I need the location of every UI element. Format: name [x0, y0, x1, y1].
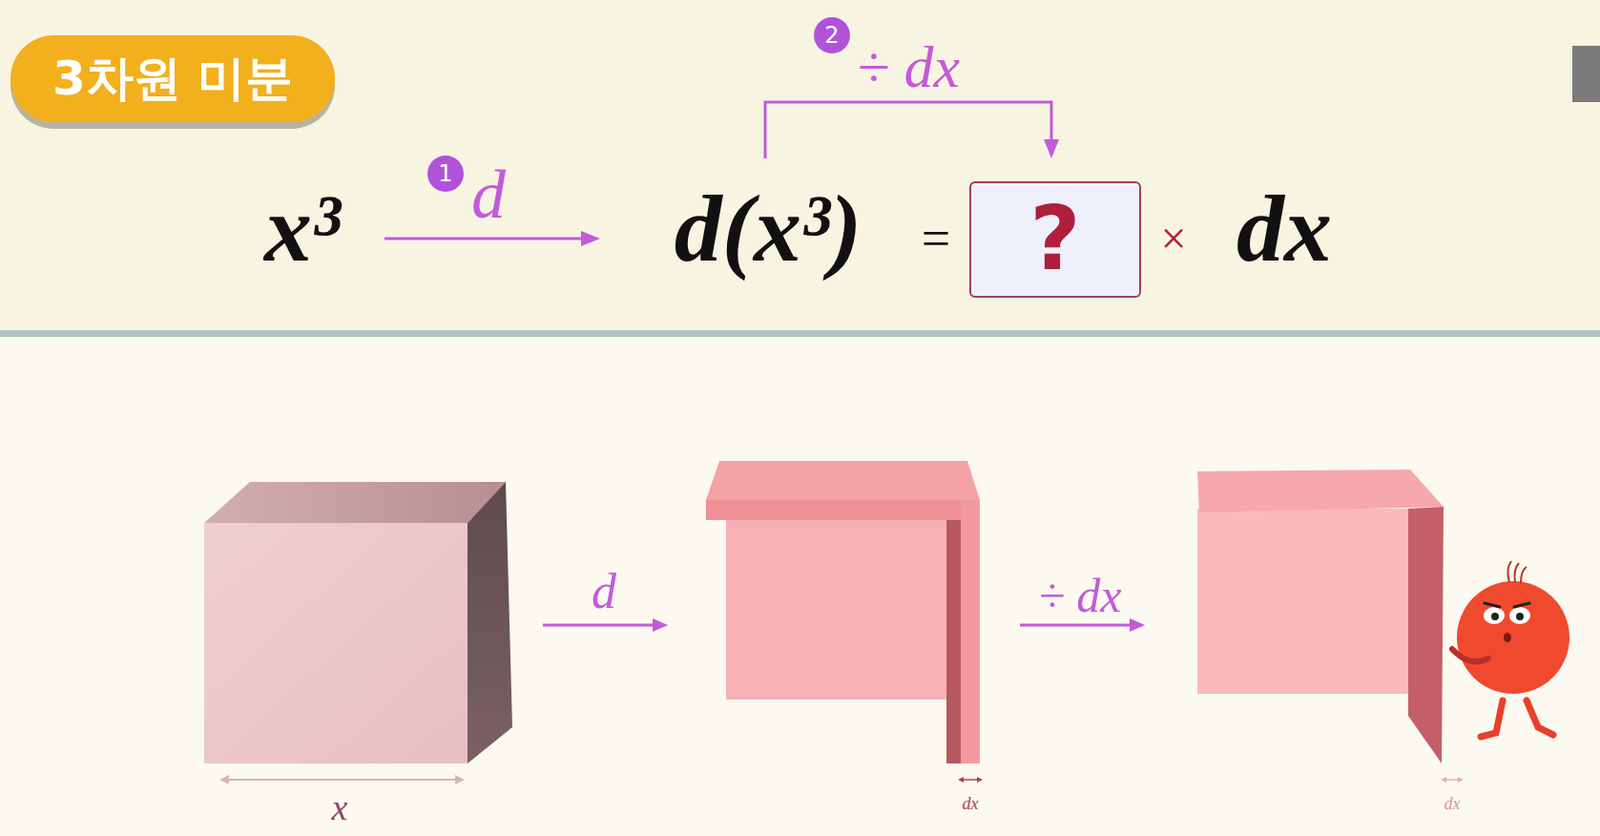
dimension-dx [1440, 776, 1464, 783]
drawing-part [1509, 606, 1531, 624]
operator-label: d [591, 566, 617, 617]
dimension-label: dx [1444, 794, 1461, 812]
drawing-part [384, 237, 586, 241]
operator-label: ÷ dx [856, 37, 960, 97]
drawing-part [1480, 700, 1503, 737]
bottom-band [0, 336, 1600, 836]
drawing-part [225, 778, 459, 781]
callout-number: 1 [427, 155, 464, 192]
drawing-part [652, 618, 668, 632]
d-arrow [384, 230, 601, 247]
drawing-part [706, 499, 980, 520]
drawing-part [1507, 561, 1527, 583]
area-shell [1197, 469, 1444, 764]
separator [0, 330, 1600, 337]
formula-term: x³ [264, 181, 341, 277]
drawing-part [581, 230, 601, 247]
callout-number: 2 [813, 17, 851, 54]
operator-label: ÷ dx [1038, 571, 1122, 620]
drawing-part [204, 481, 506, 523]
drawing-part [706, 460, 980, 500]
drawing-part [1457, 776, 1464, 783]
drawing-part [1440, 776, 1447, 783]
drawing-part [1197, 469, 1444, 513]
drawing-part [1043, 139, 1060, 159]
drawing-part [1483, 606, 1505, 624]
drawing-part [1408, 506, 1444, 764]
drawing-part [726, 519, 947, 700]
formula-term: dx [1236, 181, 1332, 277]
drawing-part [467, 481, 513, 764]
dimension-label: x [332, 789, 349, 826]
cube [204, 481, 513, 764]
d-arrow [542, 618, 668, 632]
drawing-part [455, 774, 465, 785]
node-text: ? [1029, 195, 1081, 284]
drawing-part [765, 102, 1052, 159]
drawing-part [1444, 778, 1460, 781]
title-badge: 3차원 미분 [10, 35, 335, 123]
drawing-part [1019, 623, 1134, 627]
drawing-part [1484, 602, 1500, 607]
drawing-part [542, 623, 657, 627]
callout-text: 2 [824, 23, 839, 47]
formula-term: d(x³) [674, 181, 863, 277]
drawing-part [961, 778, 979, 781]
callout-text: 1 [437, 162, 453, 186]
edge-tab [1572, 45, 1600, 103]
divide-arrow [1019, 618, 1145, 632]
drawing-part [946, 519, 961, 764]
drawing-part [1197, 508, 1409, 694]
drawing-part [1452, 648, 1489, 662]
mascot [1452, 561, 1570, 737]
drawing-part [1491, 612, 1499, 621]
drawing-part [219, 774, 229, 785]
drawing-part [976, 776, 983, 783]
drawing-part [1503, 632, 1512, 643]
dimension-dx [957, 776, 983, 783]
operator-label: d [471, 160, 506, 229]
dimension-label: dx [962, 794, 979, 812]
drawing-part [1456, 581, 1570, 694]
drawing-part [1516, 612, 1524, 621]
dimension-x [219, 774, 465, 785]
drawing-part [1526, 700, 1554, 735]
drawing-part [1129, 618, 1145, 632]
node-text: 3차원 미분 [52, 46, 293, 111]
top-band [0, 0, 1600, 331]
equals-sign: = [921, 212, 951, 265]
drawing-part [957, 776, 964, 783]
volume-shell [706, 460, 980, 764]
answer-box: ? [969, 181, 1142, 298]
drawing-part [1514, 602, 1530, 607]
times-sign: × [1160, 215, 1186, 262]
drawing-part [204, 522, 468, 764]
divide-bracket [765, 102, 1060, 159]
drawing-part [960, 499, 980, 764]
